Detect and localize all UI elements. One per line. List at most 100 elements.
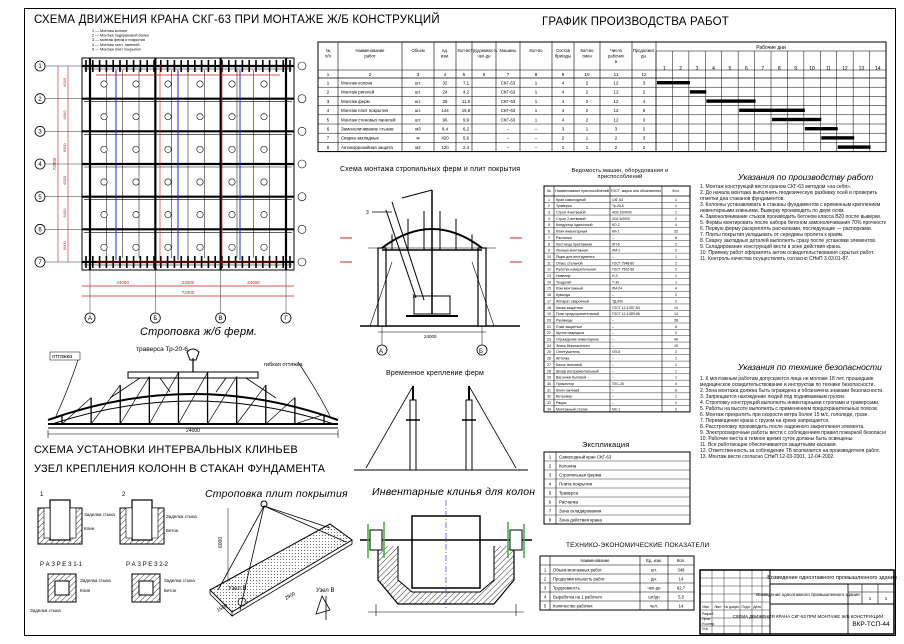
crane-stop-marker [260,145,268,153]
explication-number: 2 [549,463,552,468]
row-axis-marker-right [297,257,307,267]
crane-stop-marker [196,113,204,121]
explication-label: Зона действия крана [559,517,602,522]
crane-stop-marker [228,178,236,186]
schedule-cell: 1 [586,127,589,132]
schedule-cell: 420 [441,136,449,141]
guy-label-left: оттяжка [52,354,73,360]
axis-a-marker: А [379,349,383,355]
tech-econ-cell: 62,7 [677,585,686,590]
crane-stop-marker [100,243,108,251]
schedule-cell: 4 [562,90,565,95]
slab-slinging-title: Строповка плит покрытия [205,488,348,500]
schedule-title: ГРАФИК ПРОИЗВОДСТВА РАБОТ [542,16,729,28]
schedule-col-number: 8 [535,72,538,77]
schedule-cell: 1 [535,117,538,122]
materials-cell: 24 [547,344,551,348]
schedule-cell: 1 [586,145,589,150]
schedule-cell: шт. [415,81,421,86]
schedule-cell: – [535,127,538,132]
materials-cell: Щиток сварщика [556,331,584,335]
materials-cell: 2 [675,242,677,246]
schedule-header: в [615,59,618,64]
materials-cell: Отвес стальной [556,261,582,265]
materials-cell: Каска защитная [556,306,583,310]
materials-cell: 1 [675,376,677,380]
stamp-label: Пров. [702,617,711,621]
materials-cell: 10 [674,344,678,348]
schedule-cell: 5 [327,117,330,122]
node-v-label: Узел В [228,586,246,592]
schedule-header: изм. [441,54,449,59]
crane-stop-marker [164,113,172,121]
temp-fixing-drawing [354,385,528,471]
materials-cell: 16 [547,293,551,297]
schedule-header: Машины [500,48,517,53]
svg-text:3: 3 [366,210,369,216]
schedule-header: чел-дн [478,54,492,59]
materials-cell: 2 [675,261,677,265]
mounting-scheme-title: Схема монтажа стропильных ферм и плит по… [340,166,521,173]
materials-cell: 18 [547,306,551,310]
crane-stop-marker [164,211,172,219]
schedule-cell: 12 [614,117,619,122]
total-dim-label: 72000 [52,157,57,170]
materials-cell: 2 [675,268,677,272]
row-dim-label: 6000 [62,110,67,120]
axis-b-marker: Б [479,349,483,355]
svg-text:6000: 6000 [218,537,224,548]
truss-span-dim: 24000 [186,428,200,434]
stamp-label: Дата [753,605,761,609]
schedule-cell: 4,2 [463,90,470,95]
tech-econ-cell: чел-дн [648,585,662,590]
crane-stop-marker [260,178,268,186]
materials-cell: ЛМ-24 [612,287,622,291]
materials-cell: 1 [675,204,677,208]
materials-cell: Ограждение инвентарное [556,338,599,342]
materials-cell: ГОСТ 12.4.087-84 [612,306,640,310]
gantt-bar [706,99,756,103]
row-axis-marker-right [297,159,307,169]
crane-stop-marker [100,145,108,153]
legend-line: 5 — Монтаж плит покрытия [92,47,141,51]
materials-cell: Рулетка измерительная [556,268,596,272]
row-dim-label: 6000 [62,175,67,185]
row-axis-marker-right [297,94,307,103]
col-axis-label: В [219,316,223,322]
schedule-cell: 4 [562,117,565,122]
legend-line: 2 — Монтаж подкрановой балки [92,34,149,38]
schedule-cell: 2 [586,117,589,122]
truss-diagonal [236,384,267,425]
schedule-cell: 7,1 [463,81,470,86]
schedule-cell: 120 [441,145,449,150]
materials-cell: Лом монтажный [556,287,583,291]
day-number: 14 [875,66,881,72]
materials-cell: 7 [548,236,550,240]
materials-cell: 40 [674,338,678,342]
note-line: 5. Работы на высоте выполнять с применен… [700,406,879,412]
crane-stop-marker [228,113,236,121]
explication-label: Самоходный кран СКГ-63 [559,454,612,459]
svg-text:Заделка стыка: Заделка стыка [30,608,61,613]
explication-number: 4 [549,481,552,486]
tech-econ-header: Наименование [580,558,610,563]
materials-cell: 2 [675,293,677,297]
note-line: 4. Строповку конструкций выполнять инвен… [700,400,880,406]
materials-cell: ЛП-6 [612,242,620,246]
materials-cell: – [612,331,614,335]
slab-slinging-drawing: 6000 1500 2900 Узел В Узел В [209,500,353,620]
explication-number: 3 [549,472,552,477]
schedule-cell: 6,2 [463,127,470,132]
tech-econ-number: 2 [544,576,547,581]
schedule-cell: Монтаж колонн [341,81,373,86]
schedule-col-number: 4 [444,72,447,77]
schedule-cell: Сварка закладных [341,136,380,141]
schedule-cell: – [507,136,510,141]
materials-cell: Бачок питьевой [556,363,582,367]
schedule-cell: 2 [643,90,646,95]
materials-cell: 1 [675,357,677,361]
svg-text:1: 1 [412,294,415,300]
row-axis-marker-right [297,225,307,234]
materials-cell: Траверса [556,204,572,208]
